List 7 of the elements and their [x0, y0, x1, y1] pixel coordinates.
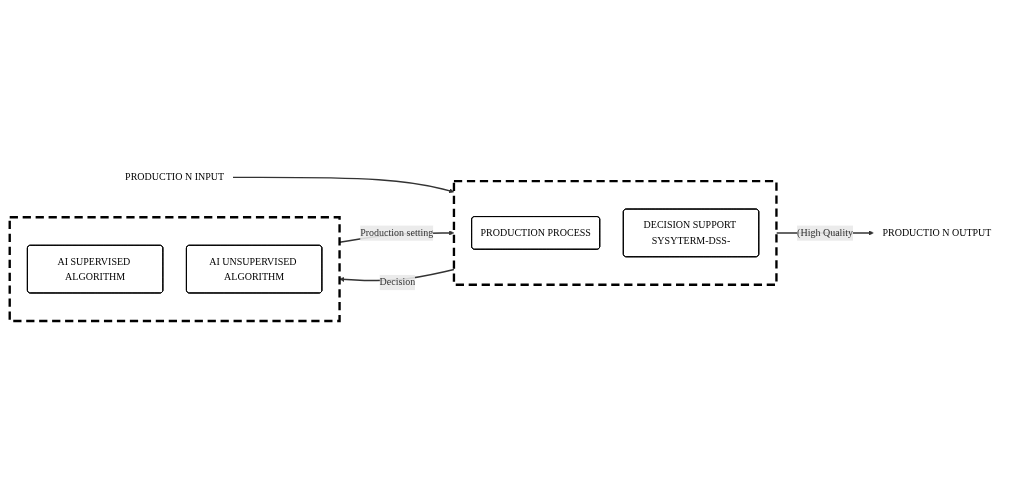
node-text: PRODUCTIO N INPUT	[125, 171, 225, 183]
node-text: PRODUCTIO N OUTPUT	[882, 227, 992, 239]
cluster	[452, 179, 778, 286]
edge-label: (High Quality	[797, 227, 853, 239]
cluster	[8, 216, 341, 323]
edge-label: Decision	[379, 276, 416, 288]
edge-label: Production setting	[360, 227, 434, 239]
